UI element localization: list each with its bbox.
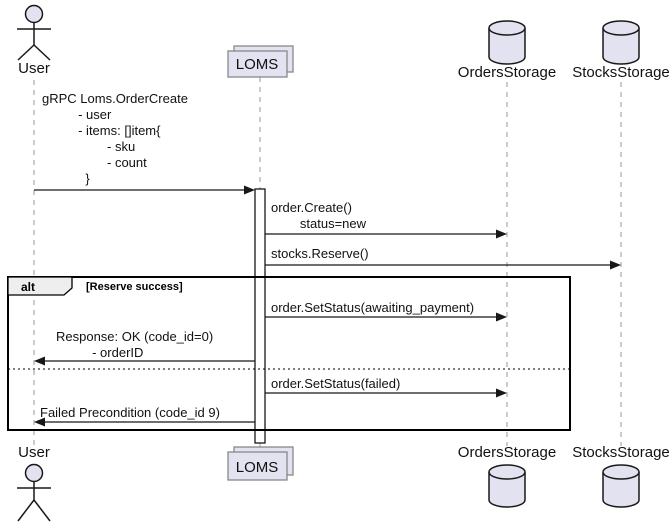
database-icon-stocks-bottom bbox=[602, 464, 640, 508]
alt-operator-pentagon bbox=[7, 276, 73, 296]
collections-icon-loms-top bbox=[227, 45, 294, 78]
arrowhead-right-icon bbox=[496, 312, 507, 322]
alt-frame bbox=[7, 276, 571, 431]
actor-icon-user-top bbox=[17, 4, 51, 61]
message-label-set-status-failed: order.SetStatus(failed) bbox=[271, 376, 401, 391]
arrowhead-right-icon bbox=[496, 229, 507, 239]
participant-label-orders-top: OrdersStorage bbox=[457, 64, 557, 81]
participant-label-user-bottom: User bbox=[18, 444, 50, 461]
message-label-failed-precondition: Failed Precondition (code_id 9) bbox=[40, 405, 220, 420]
collections-icon-loms-bottom bbox=[227, 446, 294, 481]
message-label-set-status-awaiting: order.SetStatus(awaiting_payment) bbox=[271, 300, 475, 315]
message-label-order-create-db: order.Create() status=new bbox=[271, 200, 367, 231]
database-icon-stocks-top bbox=[602, 20, 640, 65]
message-label-order-create-request: gRPC Loms.OrderCreate - user - items: []… bbox=[42, 91, 188, 186]
message-label-stocks-reserve: stocks.Reserve() bbox=[271, 246, 369, 261]
activation-bar-loms bbox=[254, 188, 266, 444]
participant-label-orders-bottom: OrdersStorage bbox=[457, 444, 557, 461]
alt-operator-label: alt bbox=[21, 280, 36, 294]
arrowhead-right-icon bbox=[244, 185, 255, 195]
participant-label-loms-top: LOMS bbox=[235, 56, 279, 73]
participant-label-stocks-bottom: StocksStorage bbox=[572, 444, 670, 461]
alt-guard-label: [Reserve success] bbox=[86, 281, 183, 293]
database-icon-orders-bottom bbox=[488, 464, 526, 508]
participant-label-stocks-top: StocksStorage bbox=[572, 64, 670, 81]
arrowhead-left-icon bbox=[34, 417, 45, 427]
arrowhead-right-icon bbox=[496, 388, 507, 398]
lifelines bbox=[33, 77, 622, 450]
message-arrowheads bbox=[34, 185, 621, 427]
message-arrows bbox=[34, 189, 618, 423]
database-icon-orders-top bbox=[488, 20, 526, 65]
actor-icon-user-bottom bbox=[17, 463, 51, 522]
participant-label-user-top: User bbox=[18, 60, 50, 77]
arrowhead-left-icon bbox=[34, 356, 45, 366]
participant-label-loms-bottom: LOMS bbox=[235, 459, 279, 476]
message-label-response-ok: Response: OK (code_id=0) - orderID bbox=[56, 329, 214, 360]
arrowhead-right-icon bbox=[610, 260, 621, 270]
